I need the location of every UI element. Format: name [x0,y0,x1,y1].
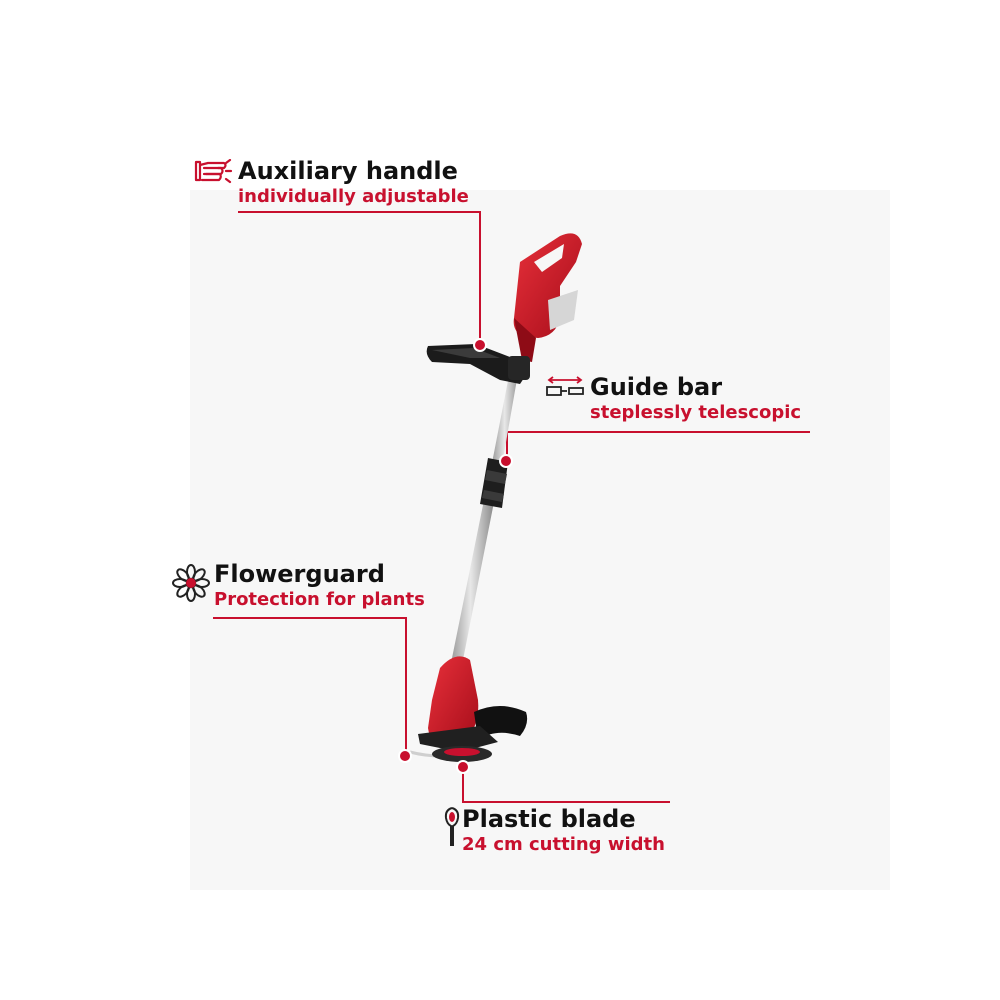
callout-dots [398,338,513,774]
callout-auxiliary-handle: Auxiliary handle individually adjustable [238,157,469,208]
callout-flowerguard: Flowerguard Protection for plants [214,560,425,611]
auxiliary-handle-part [426,344,530,384]
plastic-blade-subtitle: 24 cm cutting width [462,834,665,855]
telescopic-bar-icon [546,376,584,396]
hand-grip-icon [194,159,233,184]
callout-plastic-blade: Plastic blade 24 cm cutting width [462,805,665,856]
guide-bar-title: Guide bar [590,373,723,401]
flowerguard-title: Flowerguard [214,560,385,588]
leader-flowerguard [213,617,407,755]
flowerguard-subtitle: Protection for plants [214,589,425,610]
leader-auxiliary-handle [238,211,481,345]
callout-guide-bar: Guide bar steplessly telescopic [590,373,801,424]
leader-plastic-blade [462,768,670,803]
flower-icon [172,564,210,602]
auxiliary-handle-title: Auxiliary handle [238,157,458,185]
leader-guide-bar [506,431,810,460]
upper-shaft [492,360,520,465]
telescopic-coupling [480,458,508,508]
main-handle [513,233,582,362]
auxiliary-handle-subtitle: individually adjustable [238,186,469,207]
blade-icon [444,807,460,846]
trimmer-head [409,656,528,762]
lower-shaft [451,500,494,665]
guide-bar-subtitle: steplessly telescopic [590,402,802,423]
plastic-blade-title: Plastic blade [462,805,636,833]
